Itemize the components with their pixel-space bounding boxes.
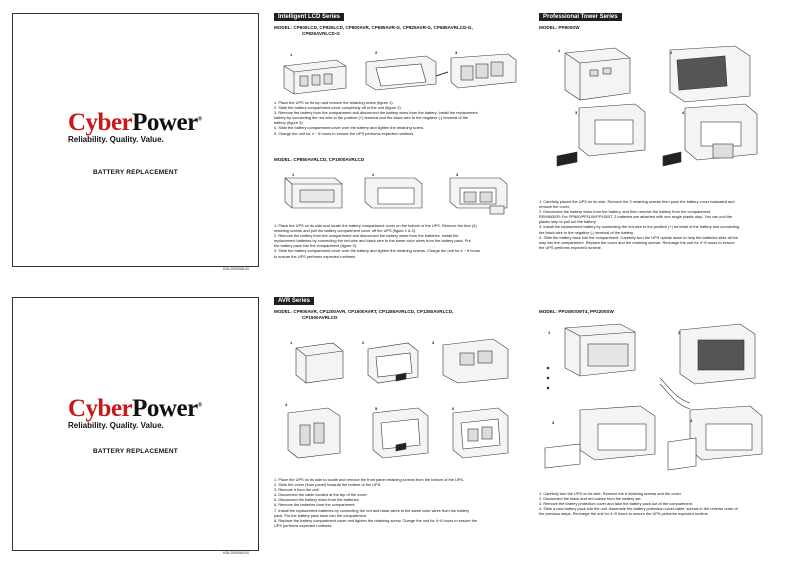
figure-number: 2 — [670, 50, 673, 55]
cover-title: BATTERY REPLACEMENT — [93, 169, 178, 176]
pp1500-figure-group — [540, 318, 770, 488]
logo-power: Power — [132, 109, 198, 136]
figure-number: 1 — [290, 340, 293, 345]
lcd-figure-group-1 — [276, 48, 521, 98]
figure-number: 6 — [452, 406, 455, 411]
cyberpower-logo: CyberPower® Reliability. Quality. Value. — [68, 395, 218, 430]
figure-number: 4 — [682, 110, 685, 115]
section-header-tower: Professional Tower Series — [539, 13, 622, 21]
instructions-avr: 1. Place the UPS on its side to locate a… — [274, 477, 477, 528]
figure-number: 4 — [690, 418, 693, 423]
figure-number: 3 — [456, 172, 459, 177]
figure-number: 2 — [678, 330, 681, 335]
logo-registered-mark: ® — [197, 116, 202, 123]
section-header-avr: AVR Series — [274, 297, 314, 305]
figure-number: 1 — [292, 172, 295, 177]
logo-tagline: Reliability. Quality. Value. — [68, 421, 164, 430]
logo-registered-mark: ® — [197, 402, 202, 409]
model-line-pp1500: MODEL: PP1500SWT4, PP2200SW — [539, 309, 614, 314]
model-line-lcd: MODEL: CP600LCD, CP825LCD, CP800AVR, CP6… — [274, 25, 473, 36]
logo-cyber: Cyber — [68, 395, 133, 422]
avr-figure-group — [278, 333, 518, 473]
document-code: K06-0000068-00 — [223, 267, 250, 271]
figure-number: 1 — [548, 330, 551, 335]
figure-number: 3 — [552, 420, 555, 425]
figure-number: 1 — [290, 52, 293, 57]
cover-panel-bottom: CyberPower® Reliability. Quality. Value.… — [12, 297, 259, 555]
cyberpower-logo: CyberPower® Reliability. Quality. Value. — [68, 109, 218, 144]
section-header-lcd: Intelligent LCD Series — [274, 13, 345, 21]
cover-panel-top: CyberPower® Reliability. Quality. Value.… — [12, 13, 259, 271]
cover-title: BATTERY REPLACEMENT — [93, 448, 178, 455]
instructions-pp1500: 1. Carefully turn the UPS on its side. R… — [539, 491, 738, 517]
lcd-figure-group-2 — [280, 168, 520, 218]
logo-tagline: Reliability. Quality. Value. — [68, 135, 164, 144]
figure-number: 1 — [558, 48, 561, 53]
logo-power: Power — [132, 395, 198, 422]
figure-number: 2 — [372, 172, 375, 177]
figure-number: 3 — [432, 340, 435, 345]
tower-figure-group — [545, 38, 765, 188]
figure-number: 3 — [575, 110, 578, 115]
figure-number: 3 — [455, 50, 458, 55]
instructions-tower: 1. Carefully placed the UPS on its side.… — [539, 199, 740, 250]
figure-number: 2 — [375, 50, 378, 55]
figure-number: 4 — [285, 402, 288, 407]
logo-cyber: Cyber — [68, 109, 133, 136]
instructions-lcd-1: 1. Place the UPS on its top and remove t… — [274, 100, 478, 136]
model-line-avr: MODEL: CP900AVR, CP1200AVR, CP1500AVRT, … — [274, 309, 454, 320]
figure-number: 5 — [375, 406, 378, 411]
figure-number: 2 — [362, 340, 365, 345]
instructions-lcd-2: 1. Place the UPS on its side and locate … — [274, 223, 480, 259]
model-line-lcd-2: MODEL: CP850AVRLCD, CP1000AVRLCD — [274, 157, 365, 162]
model-line-tower: MODEL: PP800SW — [539, 25, 580, 30]
document-code: K06-0000065-00 — [223, 551, 250, 555]
